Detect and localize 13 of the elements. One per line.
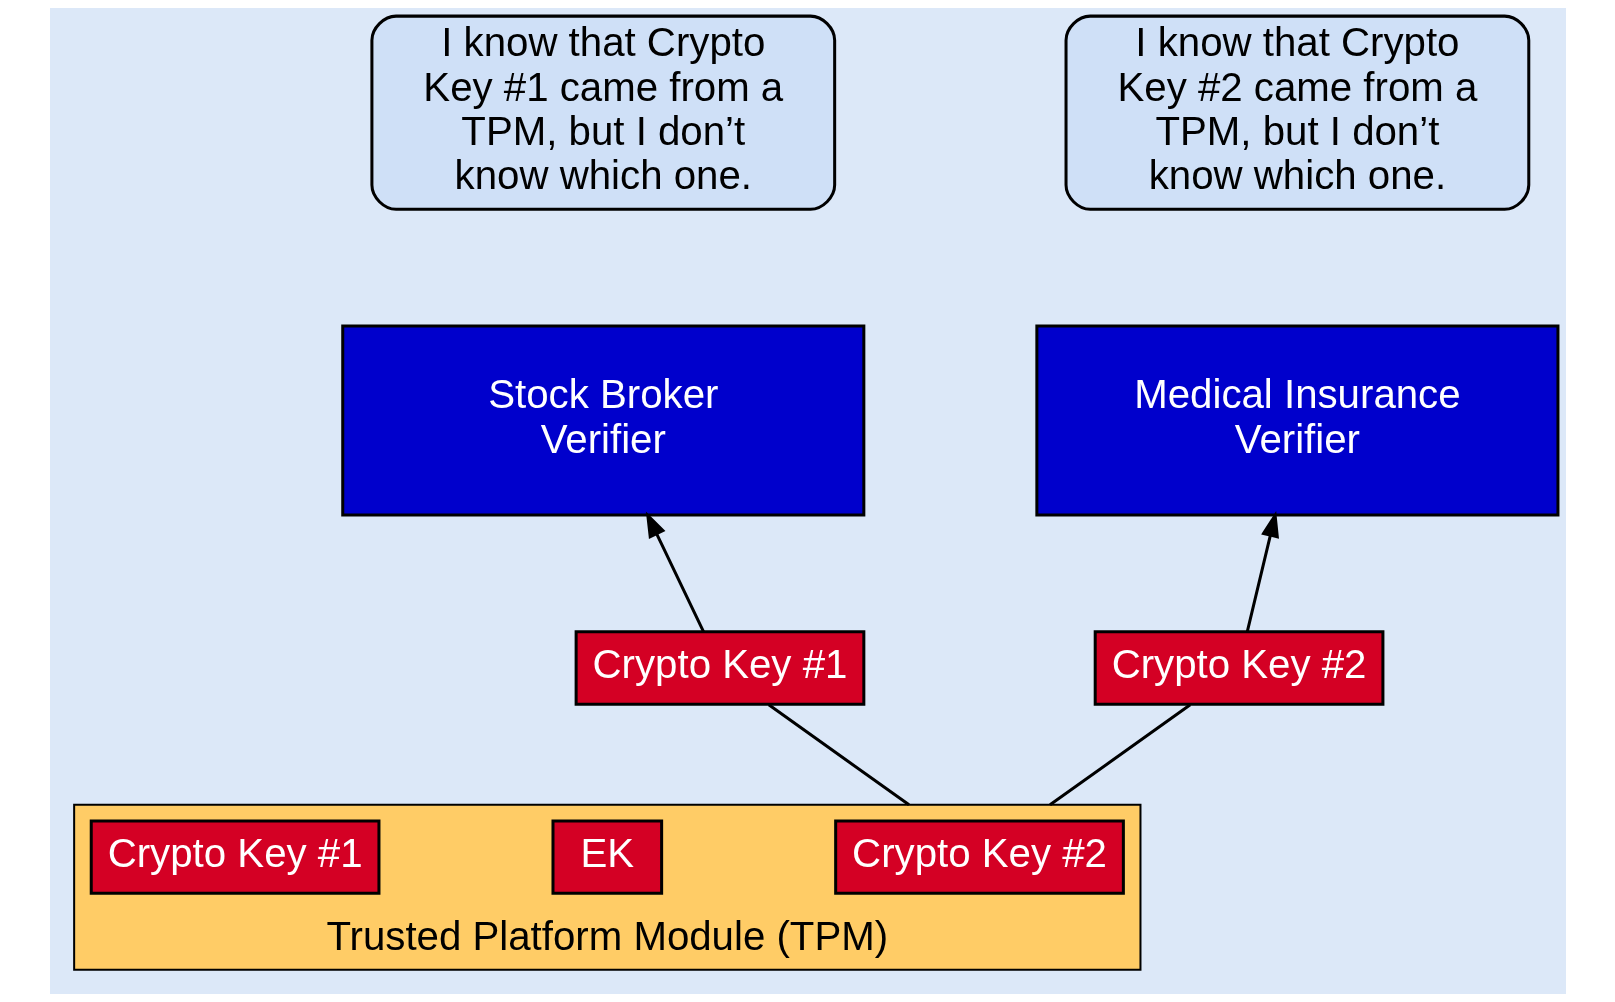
node-box: Crypto Key #2 — [1093, 630, 1384, 706]
connector — [767, 703, 910, 807]
node-box: I know that Crypto Key #1 came from a TPM, but I don’t know which one. — [369, 14, 836, 211]
node-box: Stock Broker Verifier — [340, 324, 865, 517]
node-box: EK — [551, 819, 663, 895]
node-box: Crypto Key #1 — [574, 630, 865, 706]
connector — [1048, 703, 1191, 807]
arrow — [645, 511, 705, 633]
node-box: Crypto Key #1 — [89, 819, 380, 895]
node-box: Medical Insurance Verifier — [1034, 324, 1559, 517]
node-box: I know that Crypto Key #2 came from a TPM, but I don’t know which one. — [1064, 14, 1530, 211]
arrow — [1245, 511, 1279, 632]
node-box: Crypto Key #2 — [833, 819, 1125, 895]
